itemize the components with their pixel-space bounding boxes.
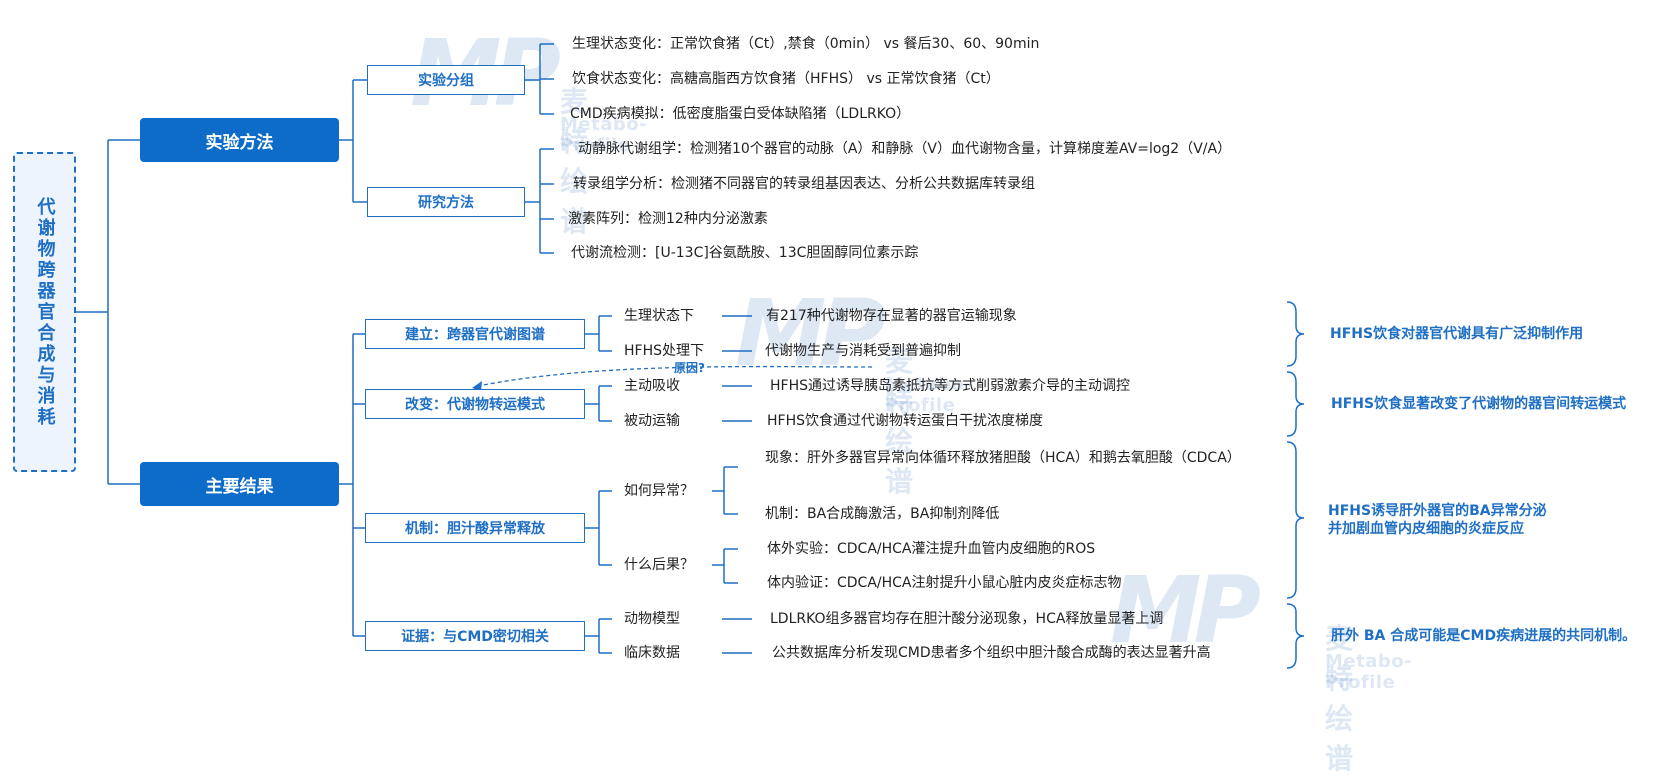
detail-text: 现象：肝外多器官异常向体循环释放猪胆酸（HCA）和鹅去氧胆酸（CDCA） <box>765 450 1241 466</box>
detail-text: 代谢物生产与消耗受到普遍抑制 <box>765 343 961 359</box>
leaf-item: 动静脉代谢组学：检测猪10个器官的动脉（A）和静脉（V）血代谢物含量，计算梯度差… <box>578 141 1232 157</box>
sub-label: 主动吸收 <box>624 378 680 394</box>
summary-text: HFHS饮食显著改变了代谢物的器官间转运模式 <box>1331 396 1627 412</box>
detail-text: LDLRKO组多器官均存在胆汁酸分泌现象，HCA释放量显著上调 <box>770 611 1164 627</box>
detail-text: 公共数据库分析发现CMD患者多个组织中胆汁酸合成酶的表达显著升高 <box>772 645 1211 661</box>
reason-annotation: 原因? <box>674 361 705 375</box>
leaf-item: 饮食状态变化：高糖高脂西方饮食猪（HFHS） vs 正常饮食猪（Ct） <box>572 71 1000 87</box>
group-node-methods: 研究方法 <box>367 187 525 217</box>
summary-text: 肝外 BA 合成可能是CMD疾病进展的共同机制。 <box>1331 628 1637 644</box>
sub-label: 生理状态下 <box>624 308 694 324</box>
results-node: 主要结果 <box>140 462 339 506</box>
summary-text: HFHS饮食对器官代谢具有广泛抑制作用 <box>1330 326 1584 342</box>
summary-text: HFHS诱导肝外器官的BA异常分泌 <box>1328 503 1547 519</box>
sub-label: 什么后果？ <box>624 557 694 573</box>
connector-lines <box>76 43 1305 669</box>
summary-text: 并加剧血管内皮细胞的炎症反应 <box>1328 521 1524 537</box>
detail-text: 体内验证：CDCA/HCA注射提升小鼠心脏内皮炎症标志物 <box>767 575 1122 591</box>
sub-label: 动物模型 <box>624 611 680 627</box>
detail-text: HFHS通过诱导胰岛素抵抗等方式削弱激素介导的主动调控 <box>770 378 1130 394</box>
leaf-item: 代谢流检测：[U-13C]谷氨酰胺、13C胆固醇同位素示踪 <box>571 245 919 261</box>
group-node-mechanism: 机制：胆汁酸异常释放 <box>365 513 585 543</box>
sub-label: HFHS处理下 <box>624 343 704 359</box>
root-node: 代谢物跨器官合成与消耗 <box>13 152 76 472</box>
sub-label: 临床数据 <box>624 645 680 661</box>
group-node-experiment: 实验分组 <box>367 65 525 95</box>
group-node-change: 改变：代谢物转运模式 <box>365 389 585 419</box>
sub-label: 如何异常？ <box>624 483 694 499</box>
group-node-evidence: 证据：与CMD密切相关 <box>365 621 585 651</box>
detail-text: 体外实验：CDCA/HCA灌注提升血管内皮细胞的ROS <box>767 541 1096 557</box>
methods-node: 实验方法 <box>140 118 339 162</box>
group-node-establish: 建立：跨器官代谢图谱 <box>365 319 585 349</box>
sub-label: 被动运输 <box>624 413 680 429</box>
detail-text: HFHS饮食通过代谢物转运蛋白干扰浓度梯度 <box>767 413 1043 429</box>
leaf-item: 转录组学分析：检测猪不同器官的转录组基因表达、分析公共数据库转录组 <box>573 176 1035 192</box>
detail-text: 机制：BA合成酶激活，BA抑制剂降低 <box>765 506 1000 522</box>
detail-text: 有217种代谢物存在显著的器官运输现象 <box>766 308 1017 324</box>
leaf-item: 生理状态变化：正常饮食猪（Ct）,禁食（0min） vs 餐后30、60、90m… <box>572 36 1040 52</box>
leaf-item: CMD疾病模拟：低密度脂蛋白受体缺陷猪（LDLRKO） <box>570 106 911 122</box>
leaf-item: 激素阵列：检测12种内分泌激素 <box>568 211 768 227</box>
